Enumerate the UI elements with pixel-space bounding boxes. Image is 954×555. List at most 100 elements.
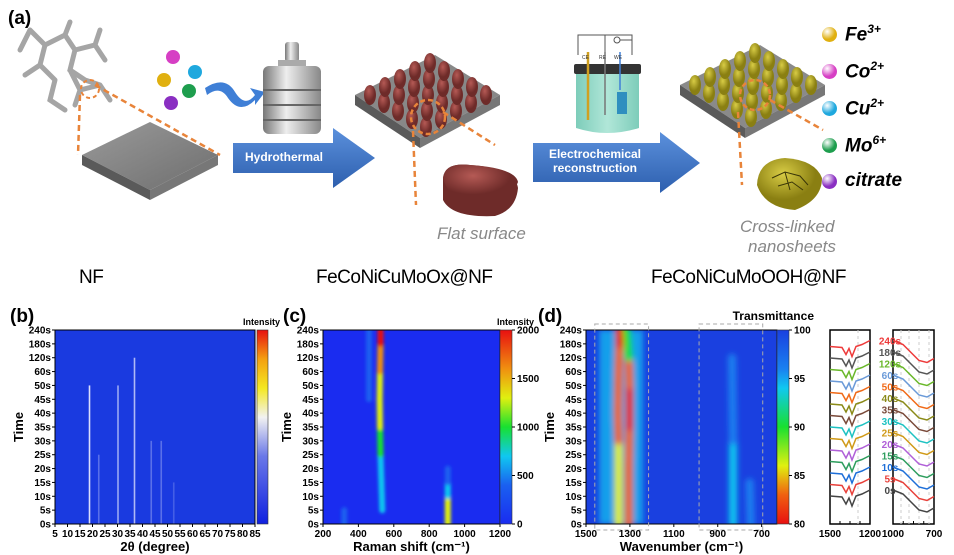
x-tick-label: 50 <box>162 529 174 540</box>
y-tick-label: 35s <box>565 423 582 434</box>
caption-oxide: FeCoNiCuMoOx@NF <box>316 267 493 288</box>
series-label: 35s <box>882 406 899 417</box>
x-tick-label: 400 <box>350 529 367 540</box>
ion-ball-icon <box>822 173 837 189</box>
x-tick-label: 65 <box>199 529 211 540</box>
y-tick-label: 35s <box>34 423 51 434</box>
oxyhydroxide-nanoparticle <box>718 75 730 95</box>
oxide-nanoparticle <box>407 93 419 113</box>
legend-label: Co2+ <box>845 59 885 83</box>
y-tick-label: 45s <box>34 395 51 406</box>
spectrum-line-right <box>892 339 935 364</box>
spectrum-line-right <box>892 431 935 456</box>
spectrum-line-left <box>829 454 871 474</box>
oxide-nanoparticle <box>408 77 420 97</box>
spectrum-line-right <box>892 408 935 433</box>
spectrum-line-left <box>829 477 871 497</box>
y-tick-label: 5s <box>308 506 320 517</box>
heatmap-background <box>323 330 500 524</box>
y-tick-label: 10s <box>34 492 51 503</box>
caption-nf: NF <box>79 267 104 288</box>
ftir-band-segment <box>727 353 738 445</box>
y-tick-label: 180s <box>560 339 583 350</box>
spectrum-line-right <box>892 477 935 502</box>
y-tick-label: 30s <box>302 436 319 447</box>
y-tick-label: 25s <box>565 450 582 461</box>
series-label: 15s <box>882 452 899 463</box>
spectrum-line-left <box>829 431 871 451</box>
oxyhydroxide-nanoparticle <box>776 75 788 95</box>
x-tick-label: 200 <box>315 529 332 540</box>
legend-label: Fe3+ <box>845 22 881 46</box>
y-tick-label: 50s <box>34 381 51 392</box>
oxide-nanoparticle <box>392 101 404 121</box>
oxyhydroxide-nanoparticle <box>790 83 802 103</box>
y-tick-label: 40s <box>565 409 582 420</box>
spectrum-line-left <box>829 339 871 359</box>
diffraction-peak-line <box>88 385 91 524</box>
y-tick-label: 120s <box>297 353 320 364</box>
oxide-nanoparticle <box>450 101 462 121</box>
ion-citrate <box>164 96 178 110</box>
panel-c-label: (c) <box>283 306 307 327</box>
oxide-nanoparticle <box>424 53 436 73</box>
oxide-array <box>355 53 500 148</box>
oxyhydroxide-nanoparticle <box>791 67 803 87</box>
dashed-region-box <box>698 323 764 531</box>
y-tick-label: 35s <box>302 423 319 434</box>
x-tick-label: 900 <box>709 529 726 540</box>
y-tick-label: 0s <box>308 520 320 531</box>
ftir-band-segment <box>614 339 624 376</box>
x-tick-label: 30 <box>112 529 124 540</box>
oxide-nanoparticle <box>466 77 478 97</box>
x-tick-label: 600 <box>385 529 402 540</box>
electrochemical-arrow <box>533 132 700 193</box>
nf-substrate <box>82 122 218 200</box>
panel-a-label: (a) <box>8 8 32 29</box>
oxyhydroxide-nanoparticle <box>734 51 746 71</box>
y-tick-label: 120s <box>29 353 52 364</box>
oxide-nanoparticle <box>421 101 433 121</box>
series-label: 40s <box>882 394 899 405</box>
x-axis-label: Raman shift (cm⁻¹) <box>353 539 470 554</box>
spectrum-line-left <box>829 397 871 417</box>
y-tick-label: 60s <box>302 367 319 378</box>
x-tick-label: 700 <box>753 529 770 540</box>
oxyhydroxide-nanoparticle <box>763 51 775 71</box>
oxide-nanoparticle <box>364 85 376 105</box>
y-tick-label: 40s <box>302 409 319 420</box>
raman-heatmap: 0s5s10s15s20s25s30s35s40s45s50s60s120s18… <box>279 317 540 554</box>
x-tick-label: 800 <box>421 529 438 540</box>
legend-item: citrate <box>822 170 902 192</box>
y-tick-label: 20s <box>302 464 319 475</box>
oxyhydroxide-nanoparticle <box>749 43 761 63</box>
ftir-band-segment <box>745 478 755 524</box>
colorbar-tick-label: 95 <box>794 374 806 385</box>
x-tick-label: 40 <box>137 529 149 540</box>
spectrum-line-right <box>892 420 935 444</box>
ion-mo <box>182 84 196 98</box>
oxide-nanoparticle <box>465 93 477 113</box>
y-tick-label: 5s <box>571 506 583 517</box>
x-tick-label: 15 <box>74 529 86 540</box>
legend-item: Mo6+ <box>822 133 886 157</box>
y-tick-label: 20s <box>565 464 582 475</box>
ftir-band-segment <box>624 353 634 390</box>
ftir-band-segment <box>622 330 633 362</box>
colorbar <box>256 329 269 525</box>
y-tick-label: 0s <box>40 520 52 531</box>
spectrum-line-right <box>892 397 935 421</box>
oxide-nanoparticle <box>394 69 406 89</box>
raman-band-segment <box>377 451 385 486</box>
oxide-nanoparticle <box>437 77 449 97</box>
x-tick-label: 1300 <box>619 529 642 540</box>
y-tick-label: 45s <box>302 395 319 406</box>
ion-ball-icon <box>822 137 837 153</box>
x-tick-label: 70 <box>212 529 224 540</box>
spectrum-line-right <box>892 489 935 513</box>
series-label: 60s <box>882 371 899 382</box>
y-tick-label: 45s <box>565 395 582 406</box>
colorbar-label: Intensity <box>243 317 280 327</box>
we-label: WE <box>614 55 623 61</box>
spectrum-line-left <box>829 489 871 509</box>
